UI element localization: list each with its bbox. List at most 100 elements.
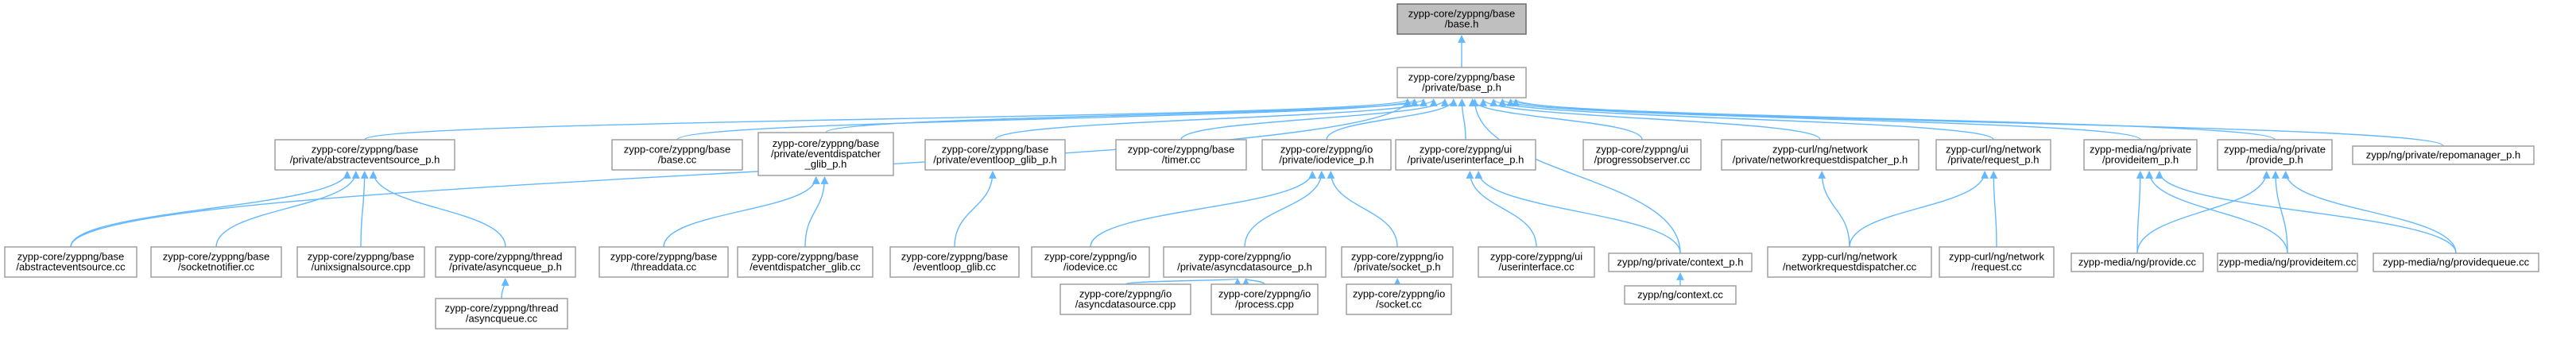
- graph-node-abs-p[interactable]: zypp-core/zyppng/base/private/abstractev…: [274, 139, 455, 171]
- dependency-edge: [994, 98, 1438, 141]
- node-label-line: /asyncdatasource.cpp: [1075, 299, 1176, 310]
- dependency-edge: [369, 171, 506, 248]
- graph-node-nrd-cc[interactable]: zypp-curl/ng/network/networkrequestdispa…: [1767, 246, 1932, 278]
- node-label-line: /private/request_p.h: [1948, 154, 2039, 166]
- graph-node-prov-cc[interactable]: zypp-media/ng/provide.cc: [2070, 252, 2204, 272]
- node-label-line: /private/iodevice_p.h: [1279, 154, 1373, 166]
- node-label-line: /socket.cc: [1376, 299, 1422, 310]
- graph-node-ui-p[interactable]: zypp-core/zyppng/ui/private/userinterfac…: [1395, 139, 1536, 171]
- graph-node-aq-p[interactable]: zypp-core/zyppng/thread/private/asyncque…: [435, 246, 576, 278]
- node-label-line: zypp-core/zyppng/base: [163, 251, 269, 263]
- graph-node-abs-cc[interactable]: zypp-core/zyppng/base/abstracteventsourc…: [4, 246, 138, 278]
- graph-node-ads-cpp[interactable]: zypp-core/zyppng/io/asyncdatasource.cpp: [1059, 283, 1191, 315]
- node-label-line: zypp-core/zyppng/io: [1218, 288, 1311, 300]
- node-box: [435, 298, 568, 330]
- graph-node-ads-p[interactable]: zypp-core/zyppng/io/private/asyncdatasou…: [1163, 246, 1327, 278]
- dependency-edge: [2136, 171, 2144, 254]
- dependency-edge: [954, 171, 997, 248]
- graph-node-sock2-cc[interactable]: zypp-core/zyppng/io/socket.cc: [1346, 283, 1452, 315]
- graph-node-nrd-p[interactable]: zypp-curl/ng/network/private/networkrequ…: [1721, 139, 1919, 171]
- node-label-line: zypp-core/zyppng/base: [901, 251, 1008, 263]
- dependency-edge: [1326, 98, 1458, 141]
- graph-node-pitem-p[interactable]: zypp-media/ng/private/provideitem_p.h: [2083, 139, 2198, 171]
- node-label-line: zypp-core/zyppng/base: [624, 144, 730, 156]
- node-box: [1261, 139, 1392, 171]
- graph-node-ctx-p[interactable]: zypp/ng/private/context_p.h: [1608, 252, 1753, 272]
- node-label-line: zypp-media/ng/provide.cc: [2078, 256, 2197, 268]
- dependency-edge: [1474, 171, 1681, 254]
- graph-node-prov-p[interactable]: zypp-media/ng/private/provide_p.h: [2217, 139, 2333, 171]
- node-box: [2217, 252, 2358, 272]
- dependency-edge: [1180, 98, 1449, 141]
- graph-node-aq-cc[interactable]: zypp-core/zyppng/thread/asyncqueue.cc: [435, 298, 568, 330]
- node-label-line: zypp-core/zyppng/base: [752, 251, 858, 263]
- node-label-line: /eventloop_glib.cc: [913, 261, 997, 273]
- dependency-edge: [2145, 171, 2288, 254]
- graph-node-timer-cc[interactable]: zypp-core/zyppng/base/timer.cc: [1115, 139, 1247, 171]
- node-label-line: /abstracteventsource.cc: [16, 261, 126, 273]
- node-label-line: /iodevice.cc: [1063, 261, 1118, 273]
- node-box: [435, 246, 576, 278]
- dependency-edge: [1244, 171, 1326, 248]
- dependency-edge: [360, 171, 369, 248]
- node-label-line: /eventdispatcher_glib.cc: [750, 261, 861, 273]
- node-label-line: /threaddata.cc: [631, 261, 697, 273]
- graph-node-pq-cc[interactable]: zypp-media/ng/providequeue.cc: [2373, 252, 2539, 272]
- node-box: [889, 246, 1020, 278]
- graph-node-req-cc[interactable]: zypp-curl/ng/network/request.cc: [1939, 246, 2055, 278]
- graph-node-ctx-cc[interactable]: zypp/ng/context.cc: [1624, 285, 1737, 305]
- graph-node-prog-cc[interactable]: zypp-core/zyppng/ui/progressobserver.cc: [1582, 139, 1702, 171]
- node-label-line: zypp-core/zyppng/io: [1353, 288, 1445, 300]
- graph-node-skt-p[interactable]: zypp-core/zyppng/io/private/socket_p.h: [1341, 246, 1454, 278]
- node-label-line: /private/asyncqueue_p.h: [449, 261, 562, 273]
- node-label-line: zypp-core/zyppng/thread: [444, 303, 558, 314]
- node-label-line: /timer.cc: [1162, 154, 1201, 166]
- node-box: [1341, 246, 1454, 278]
- graph-node-sock-cc[interactable]: zypp-core/zyppng/base/socketnotifier.cc: [150, 246, 282, 278]
- node-label-line: zypp-core/zyppng/ui: [1490, 251, 1582, 263]
- node-label-line: zypp-core/zyppng/base: [312, 144, 418, 156]
- dependency-edge: [70, 98, 1412, 248]
- graph-node-base-p[interactable]: zypp-core/zyppng/base/private/base_p.h: [1396, 67, 1527, 98]
- graph-node-pitem-cc[interactable]: zypp-media/ng/provideitem.cc: [2217, 252, 2358, 272]
- dependency-edge: [70, 171, 351, 248]
- node-label-line: zypp-core/zyppng/base: [942, 144, 1048, 156]
- node-label-line: /private/networkrequestdispatcher_p.h: [1733, 154, 1908, 166]
- node-box: [1478, 246, 1595, 278]
- graph-node-base-cc[interactable]: zypp-core/zyppng/base/base.cc: [611, 139, 743, 171]
- graph-node-evl-cc[interactable]: zypp-core/zyppng/base/eventloop_glib.cc: [889, 246, 1020, 278]
- graph-node-ui-cc[interactable]: zypp-core/zyppng/ui/userinterface.cc: [1478, 246, 1595, 278]
- graph-node-unix-cpp[interactable]: zypp-core/zyppng/base/unixsignalsource.c…: [296, 246, 425, 278]
- node-label-line: zypp-core/zyppng/io: [1044, 251, 1137, 263]
- dependency-edge: [663, 176, 820, 248]
- node-box: [924, 139, 1066, 171]
- node-box: [1395, 139, 1536, 171]
- node-box: [1582, 139, 1702, 171]
- dependency-edge: [1512, 98, 2444, 147]
- node-box: [1396, 67, 1527, 98]
- node-label-line: zypp-media/ng/providequeue.cc: [2383, 256, 2530, 268]
- graph-node-proc-cpp[interactable]: zypp-core/zyppng/io/process.cpp: [1211, 283, 1319, 315]
- graph-node-evd-p[interactable]: zypp-core/zyppng/base/private/eventdispa…: [757, 132, 894, 176]
- node-box: [737, 246, 874, 278]
- dependency-edge: [1470, 98, 1681, 254]
- graph-node-repo-p[interactable]: zypp/ng/private/repomanager_p.h: [2352, 145, 2535, 165]
- graph-node-thr-cc[interactable]: zypp-core/zyppng/base/threaddata.cc: [598, 246, 729, 278]
- graph-node-evl-p[interactable]: zypp-core/zyppng/base/private/eventloop_…: [924, 139, 1066, 171]
- node-label-line: zypp-core/zyppng/io: [1280, 144, 1373, 156]
- graph-node-evd-cc[interactable]: zypp-core/zyppng/base/eventdispatcher_gl…: [737, 246, 874, 278]
- node-label-line: zypp-core/zyppng/base: [773, 137, 879, 149]
- node-label-line: zypp-core/zyppng/base: [610, 251, 717, 263]
- node-label-line: zypp-core/zyppng/base: [1408, 71, 1515, 83]
- node-box: [598, 246, 729, 278]
- node-label-line: zypp-media/ng/private: [2090, 144, 2191, 156]
- graph-node-req-p[interactable]: zypp-curl/ng/network/private/request_p.h: [1935, 139, 2051, 171]
- node-box: [1346, 283, 1452, 315]
- graph-node-iod-p[interactable]: zypp-core/zyppng/io/private/iodevice_p.h: [1261, 139, 1392, 171]
- node-label-line: zypp-core/zyppng/ui: [1420, 144, 1512, 156]
- graph-node-iod-cc[interactable]: zypp-core/zyppng/io/iodevice.cc: [1031, 246, 1150, 278]
- dependency-edge: [1849, 171, 1989, 248]
- graph-node-base-h[interactable]: zypp-core/zyppng/base/base.h: [1396, 3, 1527, 35]
- dependency-edge: [1458, 98, 1466, 141]
- node-label-line: /asyncqueue.cc: [466, 313, 538, 325]
